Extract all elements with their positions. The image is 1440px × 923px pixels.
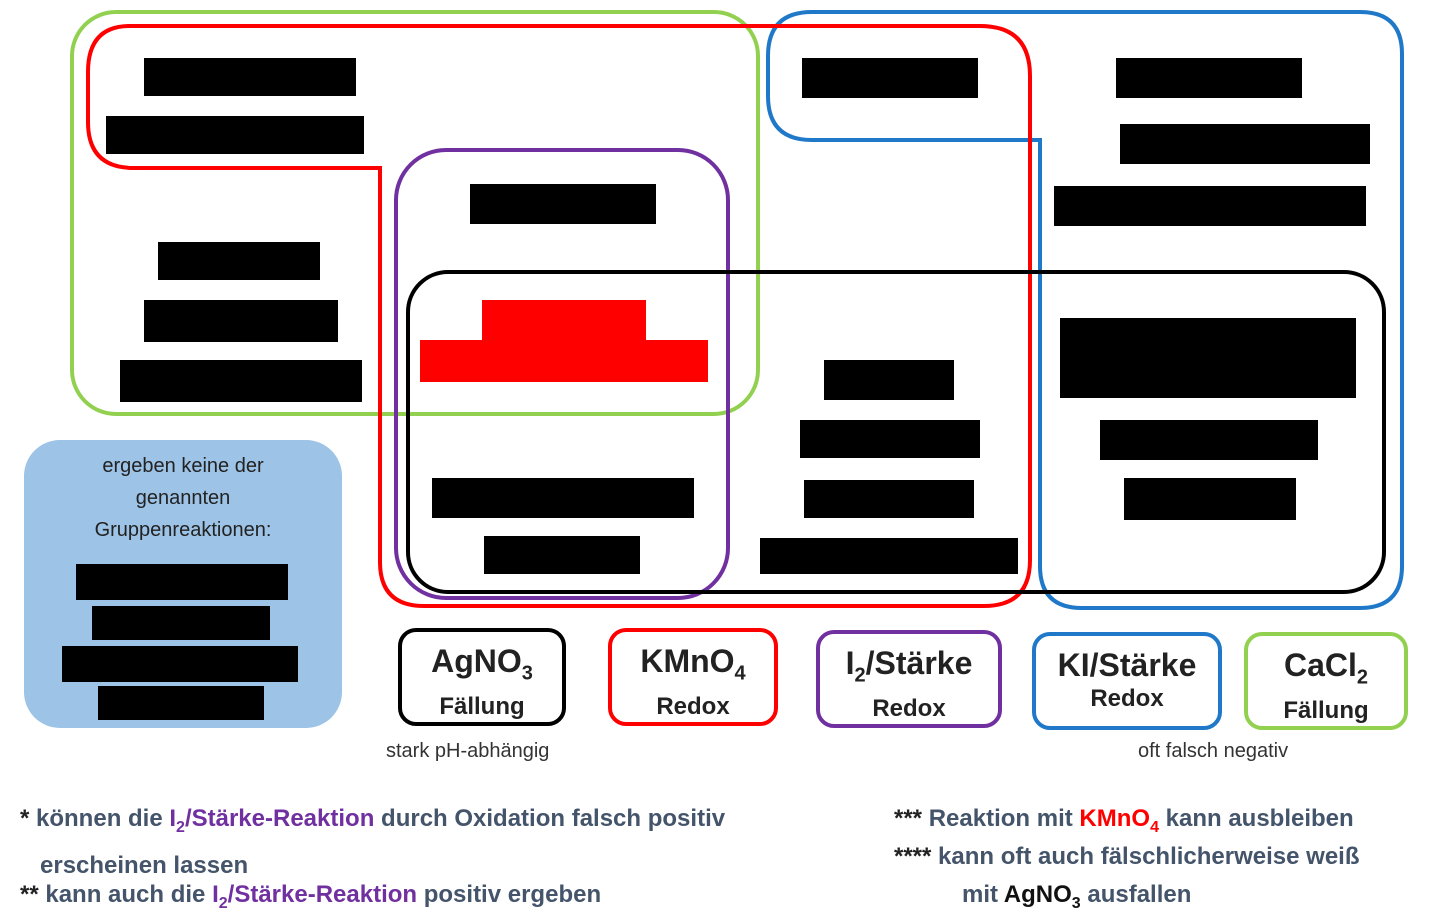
no-reaction-caption: ergeben keine der genannten Gruppenreakt… (24, 450, 342, 546)
legend-agno3-title: AgNO3 (431, 643, 533, 685)
redacted-label (760, 538, 1018, 574)
legend-agno3: AgNO3 Fällung (398, 628, 566, 726)
redacted-label (92, 606, 270, 640)
redacted-label (800, 420, 980, 458)
legend-ki-type: Redox (1090, 685, 1164, 712)
redacted-label (76, 564, 288, 600)
legend-kmno4-type: Redox (656, 693, 730, 721)
redacted-label (1120, 124, 1370, 164)
redacted-label-red (420, 300, 708, 382)
no-reaction-group: ergeben keine der genannten Gruppenreakt… (24, 440, 342, 728)
legend-agno3-type: Fällung (439, 693, 525, 721)
legend-kmno4: KMnO4 Redox (608, 628, 778, 726)
footnote-4: **** kann oft auch fälschlicherweise wei… (894, 843, 1360, 912)
redacted-label (470, 184, 656, 224)
agno3-group-outline (406, 270, 1386, 594)
footnote-3: *** Reaktion mit KMnO4 kann ausbleiben (894, 805, 1354, 836)
redacted-label (1124, 478, 1296, 520)
footnote-2: ** kann auch die I2/Stärke-Reaktion posi… (20, 881, 602, 912)
redacted-label (144, 300, 338, 342)
redacted-label (804, 480, 974, 518)
redacted-label (1060, 318, 1356, 398)
ki-group-outline (766, 10, 1404, 610)
legend-cacl2-title: CaCl2 (1283, 647, 1369, 689)
redacted-label (802, 58, 978, 98)
legend-i2-type: Redox (872, 695, 946, 723)
redacted-label (824, 360, 954, 400)
legend-kmno4-title: KMnO4 (640, 643, 746, 685)
redacted-label (158, 242, 320, 280)
ki-note: oft falsch negativ (1138, 740, 1289, 762)
redacted-label (1054, 186, 1366, 226)
kmno4-group-outline (86, 24, 1032, 608)
redacted-label (432, 478, 694, 518)
redacted-label (1100, 420, 1318, 460)
redacted-label (1116, 58, 1302, 98)
agno3-note: stark pH-abhängig (386, 740, 550, 762)
legend-ki-title: KI/Stärke (1057, 647, 1197, 683)
footnote-1: * können die I2/Stärke-Reaktion durch Ox… (20, 805, 726, 879)
legend-ki: KI/Stärke Redox (1032, 632, 1222, 730)
i2-group-outline (394, 148, 730, 600)
legend-cacl2: CaCl2 Fällung (1244, 632, 1408, 730)
no-reaction-line-2: genannten (135, 487, 231, 509)
redacted-label (144, 58, 356, 96)
legend-i2-title: I2/Stärke (845, 645, 973, 687)
no-reaction-line-1: ergeben keine der (102, 455, 264, 477)
redacted-label (106, 116, 364, 154)
cacl2-group-outline (70, 10, 760, 416)
redacted-label (62, 646, 298, 682)
no-reaction-line-3: Gruppenreaktionen: (94, 519, 272, 541)
redacted-label (120, 360, 362, 402)
redacted-label (98, 686, 264, 720)
legend-i2: I2/Stärke Redox (816, 630, 1002, 728)
legend-cacl2-type: Fällung (1283, 697, 1369, 725)
redacted-label (484, 536, 640, 574)
